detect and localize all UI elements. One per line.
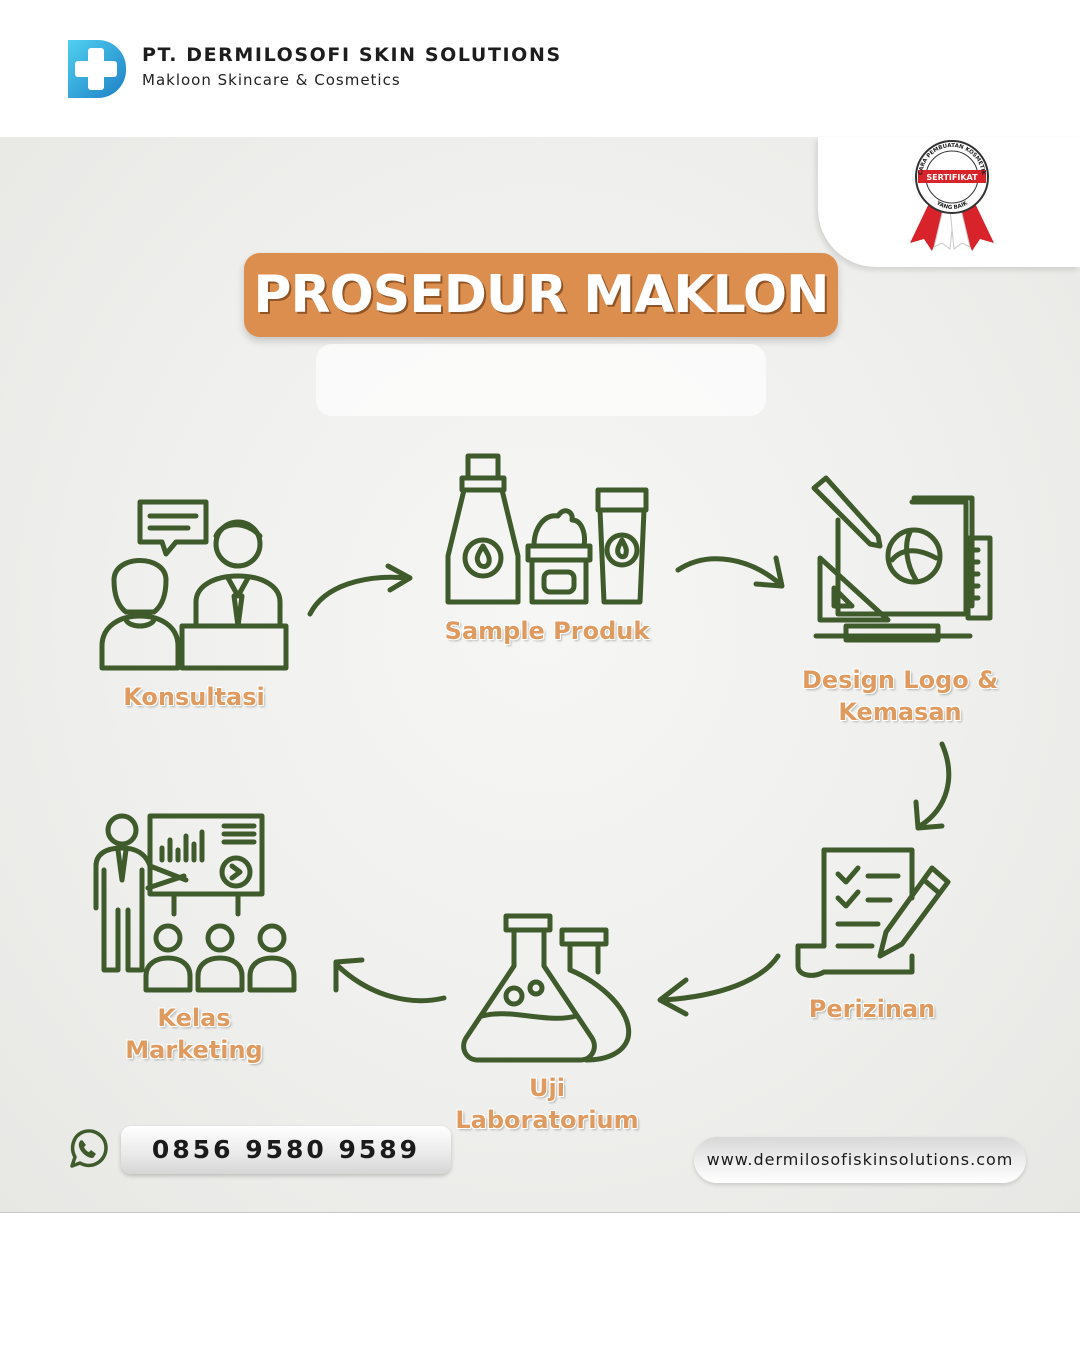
step-label-sample-produk: Sample Produk xyxy=(444,617,650,645)
certificate-badge-icon: SERTIFIKAT CARA PEMBUATAN KOSMETIK YANG … xyxy=(910,140,994,251)
svg-text:YANG BAIK: YANG BAIK xyxy=(934,200,969,211)
step-label-uji-laboratorium: Uji Laboratorium xyxy=(455,1074,639,1134)
divider xyxy=(0,1212,1080,1213)
product-samples-icon xyxy=(445,453,649,605)
title-banner: PROSEDUR MAKLON xyxy=(244,253,838,337)
phone-number-box[interactable]: 0856 9580 9589 xyxy=(121,1126,451,1174)
phone-number[interactable]: 0856 9580 9589 xyxy=(151,1135,421,1164)
step-label-perizinan: Perizinan xyxy=(808,995,936,1023)
certificate-bottom-text: YANG BAIK xyxy=(934,200,969,211)
step-label-konsultasi: Konsultasi xyxy=(123,683,265,711)
subtitle-placeholder xyxy=(316,344,766,416)
arrow-down-icon xyxy=(913,741,952,831)
arrow-right-icon xyxy=(307,563,413,617)
website-link[interactable]: www.dermilosofiskinsolutions.com xyxy=(706,1150,1014,1169)
marketing-class-icon xyxy=(93,813,297,993)
checklist-document-icon xyxy=(795,847,951,978)
arrow-left-icon xyxy=(657,953,781,1017)
website-box[interactable]: www.dermilosofiskinsolutions.com xyxy=(694,1137,1026,1183)
lab-flask-icon xyxy=(461,913,632,1063)
certificate-ribbon-text: SERTIFIKAT xyxy=(926,173,978,182)
design-icon xyxy=(811,475,993,643)
consultation-icon xyxy=(99,499,289,671)
step-label-kelas-marketing: Kelas Marketing xyxy=(125,1004,263,1064)
company-logo-icon xyxy=(68,40,126,98)
arrow-right-down-icon xyxy=(675,555,785,589)
step-label-design-logo: Design Logo & Kemasan xyxy=(801,666,999,726)
certificate-tab: SERTIFIKAT CARA PEMBUATAN KOSMETIK YANG … xyxy=(818,137,1080,267)
header: PT. DERMILOSOFI SKIN SOLUTIONS Makloon S… xyxy=(0,0,1080,137)
company-tagline: Makloon Skincare & Cosmetics xyxy=(142,71,401,89)
company-name: PT. DERMILOSOFI SKIN SOLUTIONS xyxy=(142,44,562,66)
arrow-left-up-icon xyxy=(333,957,447,1004)
whatsapp-icon xyxy=(70,1129,108,1168)
page-title: PROSEDUR MAKLON xyxy=(253,265,829,325)
